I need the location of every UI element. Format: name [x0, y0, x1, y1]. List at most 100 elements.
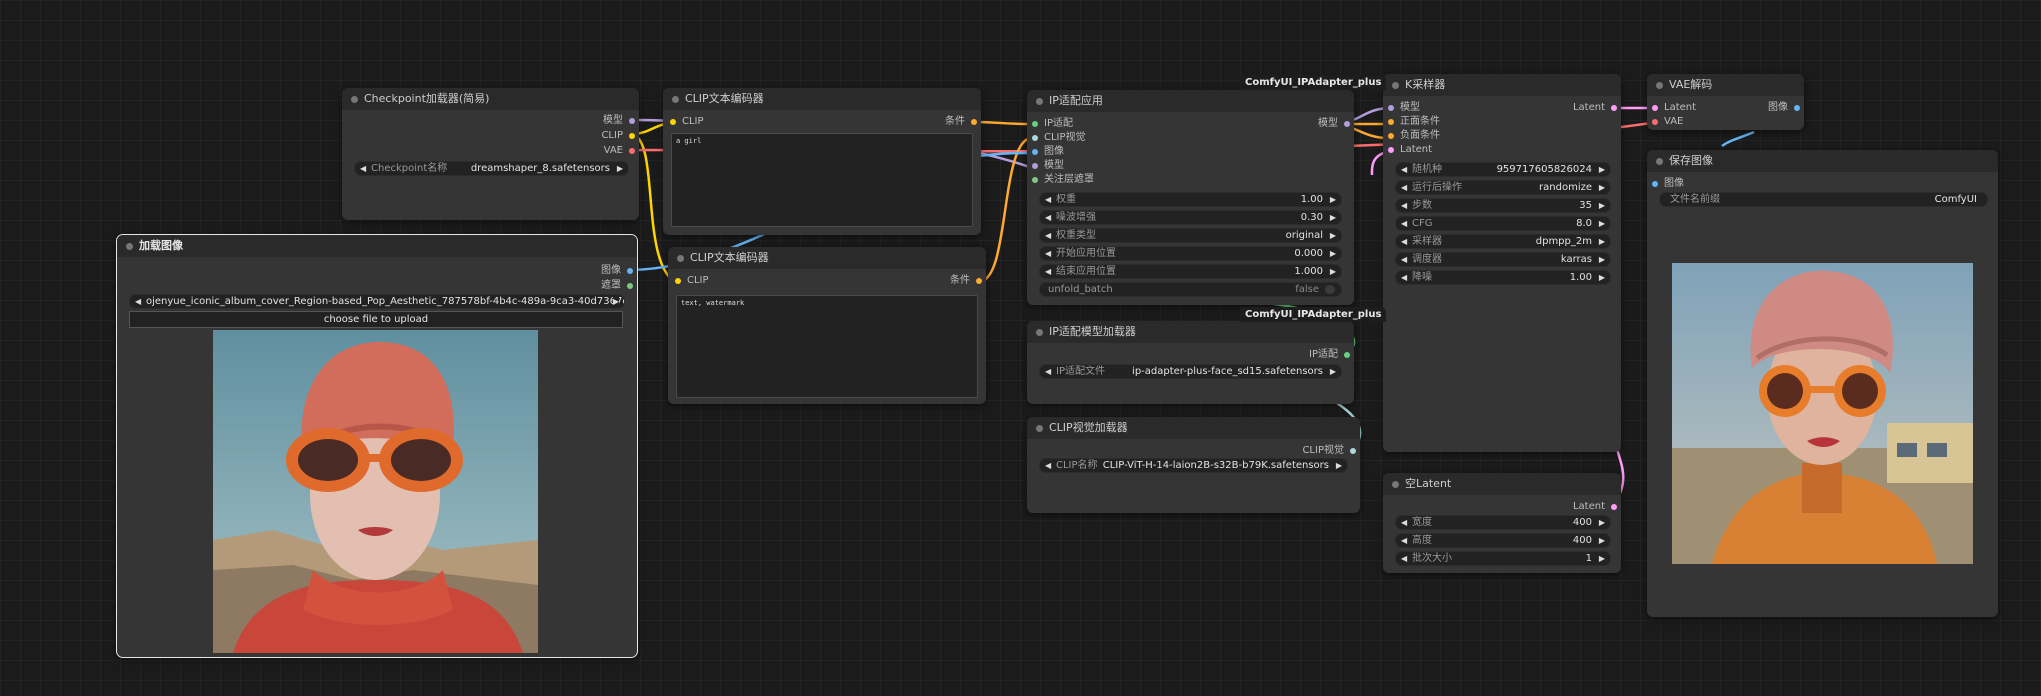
- arrow-right-icon[interactable]: ▶: [1598, 273, 1605, 282]
- clip-text-encode-neg-node[interactable]: CLIP文本编码器 CLIP 条件 text, watermark: [668, 247, 986, 404]
- input-clip-vision[interactable]: CLIP视觉: [1032, 131, 1086, 145]
- input-latent[interactable]: Latent: [1652, 101, 1696, 115]
- arrow-left-icon[interactable]: ◀: [1045, 249, 1052, 258]
- arrow-right-icon[interactable]: ▶: [1598, 536, 1605, 545]
- arrow-left-icon[interactable]: ◀: [1045, 213, 1052, 222]
- arrow-left-icon[interactable]: ◀: [1401, 554, 1408, 563]
- ipadapter-loader-title[interactable]: IP适配模型加载器: [1027, 321, 1354, 343]
- arrow-right-icon[interactable]: ▶: [1598, 237, 1605, 246]
- arrow-left-icon[interactable]: ◀: [1401, 255, 1408, 264]
- arrow-left-icon[interactable]: ◀: [1401, 219, 1408, 228]
- input-image[interactable]: 图像: [1032, 145, 1064, 159]
- model-dot-icon[interactable]: [1388, 105, 1394, 111]
- input-vae[interactable]: VAE: [1652, 115, 1683, 129]
- latent-dot-icon[interactable]: [1611, 504, 1617, 510]
- clip-dot-icon[interactable]: [675, 278, 681, 284]
- clip-dot-icon[interactable]: [629, 133, 635, 139]
- image-file-combo[interactable]: ◀ ojenyue_iconic_album_cover_Region-base…: [129, 294, 625, 309]
- arrow-right-icon[interactable]: ▶: [1329, 213, 1336, 222]
- latent-dot-icon[interactable]: [1611, 105, 1617, 111]
- load-image-title[interactable]: 加载图像: [117, 235, 637, 257]
- vae-dot-icon[interactable]: [629, 148, 635, 154]
- input-latent[interactable]: Latent: [1388, 143, 1432, 157]
- load-image-node[interactable]: 加载图像 图像 遮罩 ◀ ojenyue_iconic_album_cover_…: [116, 234, 638, 658]
- output-latent[interactable]: Latent: [1573, 500, 1617, 514]
- clip-dot-icon[interactable]: [670, 119, 676, 125]
- image-dot-icon[interactable]: [627, 268, 633, 274]
- model-dot-icon[interactable]: [629, 118, 635, 124]
- image-dot-icon[interactable]: [1794, 105, 1800, 111]
- arrow-left-icon[interactable]: ◀: [1045, 461, 1052, 470]
- output-conditioning[interactable]: 条件: [945, 115, 977, 129]
- arrow-right-icon[interactable]: ▶: [1598, 201, 1605, 210]
- model-dot-icon[interactable]: [1032, 163, 1038, 169]
- output-vae[interactable]: VAE: [604, 144, 635, 158]
- negative-prompt-textarea[interactable]: text, watermark: [676, 295, 978, 398]
- arrow-right-icon[interactable]: ▶: [1335, 461, 1342, 470]
- input-clip[interactable]: CLIP: [675, 274, 709, 288]
- output-model[interactable]: 模型: [1318, 117, 1350, 131]
- mask-dot-icon[interactable]: [1032, 177, 1038, 183]
- output-conditioning[interactable]: 条件: [950, 274, 982, 288]
- input-model[interactable]: 模型: [1388, 101, 1420, 115]
- arrow-right-icon[interactable]: ▶: [612, 295, 619, 308]
- output-clip-vision[interactable]: CLIP视觉: [1302, 444, 1356, 458]
- input-ipadapter[interactable]: IP适配: [1032, 117, 1073, 131]
- arrow-left-icon[interactable]: ◀: [1401, 273, 1408, 282]
- input-model[interactable]: 模型: [1032, 159, 1064, 173]
- upload-button[interactable]: choose file to upload: [129, 311, 623, 328]
- arrow-right-icon[interactable]: ▶: [1329, 267, 1336, 276]
- arrow-right-icon[interactable]: ▶: [1598, 518, 1605, 527]
- arrow-left-icon[interactable]: ◀: [1045, 267, 1052, 276]
- arrow-left-icon[interactable]: ◀: [360, 164, 367, 173]
- ipadapter-dot-icon[interactable]: [1344, 352, 1350, 358]
- save-image-title[interactable]: 保存图像: [1647, 150, 1998, 172]
- vae-decode-title[interactable]: VAE解码: [1647, 74, 1804, 96]
- latent-dot-icon[interactable]: [1652, 105, 1658, 111]
- ksampler-title[interactable]: K采样器: [1383, 74, 1621, 96]
- clip-text-encode-pos-node[interactable]: CLIP文本编码器 CLIP 条件 a girl: [663, 88, 981, 235]
- output-ipadapter[interactable]: IP适配: [1309, 348, 1350, 362]
- output-clip[interactable]: CLIP: [601, 129, 635, 143]
- input-clip[interactable]: CLIP: [670, 115, 704, 129]
- arrow-right-icon[interactable]: ▶: [1329, 231, 1336, 240]
- clip-vision-dot-icon[interactable]: [1350, 448, 1356, 454]
- arrow-right-icon[interactable]: ▶: [616, 164, 623, 173]
- vae-dot-icon[interactable]: [1652, 119, 1658, 125]
- arrow-left-icon[interactable]: ◀: [1045, 231, 1052, 240]
- arrow-right-icon[interactable]: ▶: [1598, 255, 1605, 264]
- prompt-textarea[interactable]: a girl: [671, 133, 973, 227]
- output-image[interactable]: 图像: [601, 264, 633, 278]
- arrow-right-icon[interactable]: ▶: [1598, 554, 1605, 563]
- checkpoint-loader-title[interactable]: Checkpoint加载器(简易): [342, 88, 639, 110]
- output-model[interactable]: 模型: [603, 114, 635, 128]
- input-image[interactable]: 图像: [1652, 177, 1684, 191]
- ckpt-name-combo[interactable]: ◀ Checkpoint名称 dreamshaper_8.safetensors…: [354, 161, 629, 176]
- arrow-right-icon[interactable]: ▶: [1329, 195, 1336, 204]
- clip-text-encode-neg-title[interactable]: CLIP文本编码器: [668, 247, 986, 269]
- mask-dot-icon[interactable]: [627, 283, 633, 289]
- clip-text-encode-pos-title[interactable]: CLIP文本编码器: [663, 88, 981, 110]
- input-attn-mask[interactable]: 关注层遮罩: [1032, 173, 1094, 187]
- conditioning-dot-icon[interactable]: [976, 278, 982, 284]
- arrow-left-icon[interactable]: ◀: [1401, 165, 1408, 174]
- ipadapter-dot-icon[interactable]: [1032, 121, 1038, 127]
